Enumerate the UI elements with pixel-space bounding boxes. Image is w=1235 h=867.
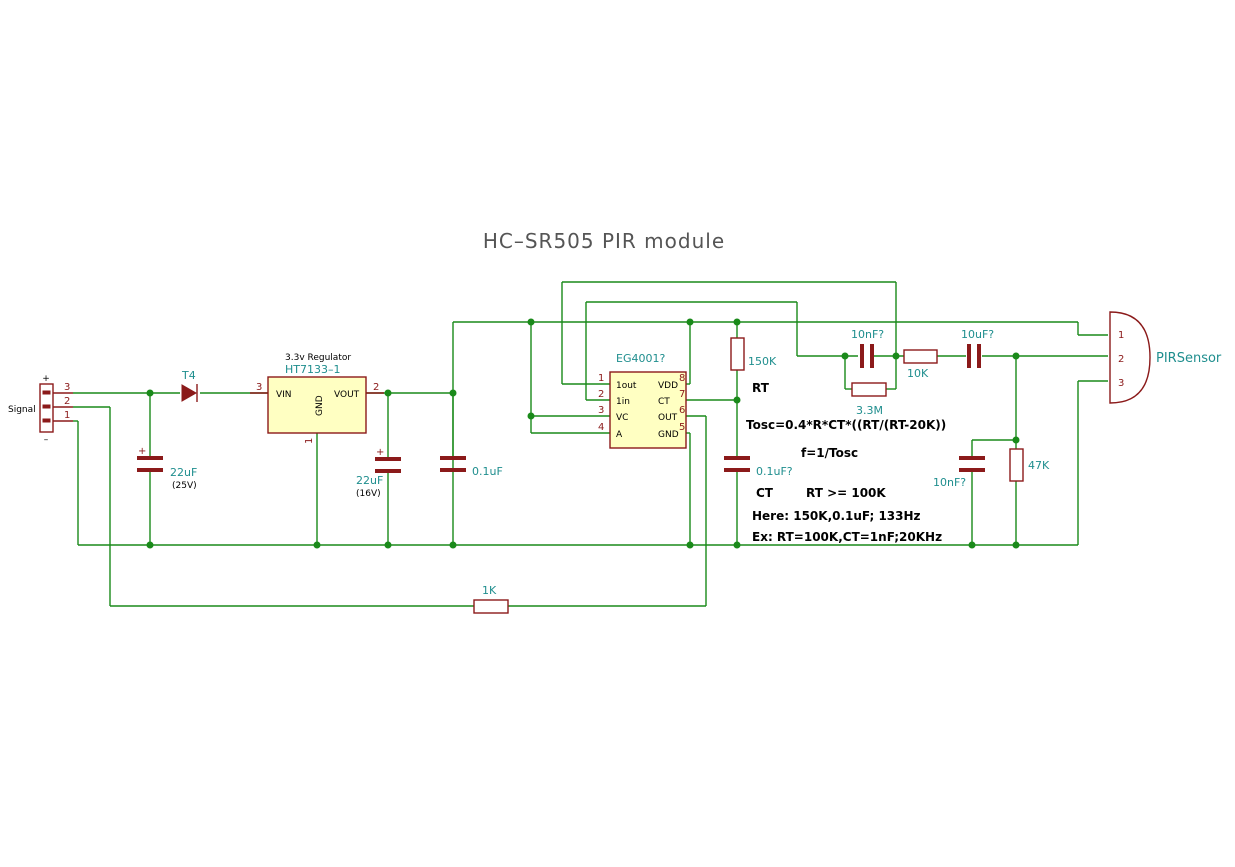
ic-pin-5-num: 5 bbox=[679, 422, 685, 433]
ic-pin-7-num: 7 bbox=[679, 389, 685, 400]
res-10k-value: 10K bbox=[907, 367, 929, 380]
cap-out-value: 22uF bbox=[356, 474, 383, 487]
cap-10nf-bot-value: 10nF? bbox=[933, 476, 966, 489]
note-example: Ex: RT=100K,CT=1nF;20KHz bbox=[752, 530, 942, 544]
pir-sensor: 1 2 3 PIRSensor bbox=[1109, 311, 1222, 404]
signal-connector: + – Signal 3 2 1 bbox=[8, 374, 73, 445]
res-33m-value: 3.3M bbox=[856, 404, 883, 417]
regulator-vin: VIN bbox=[276, 390, 292, 400]
diagram-title: HC–SR505 PIR module bbox=[483, 229, 725, 253]
ic-eg4001: EG4001? 1 2 3 4 1out 1in VC A 8 7 6 5 VD… bbox=[598, 352, 687, 449]
cap-ct-label: CT bbox=[756, 486, 774, 500]
ic-pin-4-num: 4 bbox=[598, 422, 604, 433]
capacitor-22uf-output: + 22uF (16V) bbox=[356, 447, 401, 499]
resistor-47k: 47K bbox=[1009, 448, 1050, 482]
note-freq: f=1/Tosc bbox=[801, 446, 858, 460]
capacitor-22uf-input: + 22uF (25V) bbox=[137, 446, 197, 491]
pir-pin-2: 2 bbox=[1118, 354, 1124, 365]
pir-ref: PIRSensor bbox=[1156, 351, 1222, 366]
design-notes: Tosc=0.4*R*CT*((RT/(RT-20K)) f=1/Tosc RT… bbox=[746, 418, 946, 544]
cap-in-polarity: + bbox=[138, 446, 146, 457]
cap-10nf-top-value: 10nF? bbox=[851, 328, 884, 341]
connector-pin-3: 3 bbox=[64, 382, 70, 393]
capacitor-ct: 0.1uF? CT bbox=[724, 456, 793, 500]
resistor-150k: 150K RT bbox=[730, 337, 777, 395]
diode-t4: T4 bbox=[181, 369, 198, 402]
connector-pin-1: 1 bbox=[64, 410, 70, 421]
connector-pin-2: 2 bbox=[64, 396, 70, 407]
connector-minus-label: – bbox=[44, 435, 49, 445]
pir-pin-3: 3 bbox=[1118, 378, 1124, 389]
ic-pin-2-name: 1in bbox=[616, 397, 630, 407]
cap-ct-value: 0.1uF? bbox=[756, 465, 793, 478]
ic-pin-1-name: 1out bbox=[616, 381, 637, 391]
cap-in-value: 22uF bbox=[170, 466, 197, 479]
res-150k-label: RT bbox=[752, 381, 770, 395]
capacitor-10nf-bottom: 10nF? bbox=[933, 456, 985, 489]
regulator-ht7133: 3.3v Regulator HT7133–1 VIN VOUT GND 3 2… bbox=[250, 353, 384, 444]
regulator-desc: 3.3v Regulator bbox=[285, 353, 351, 363]
ic-pin-6-name: OUT bbox=[658, 413, 678, 423]
note-here: Here: 150K,0.1uF; 133Hz bbox=[752, 509, 921, 523]
capacitor-01uf: 0.1uF bbox=[440, 456, 503, 478]
cap-10uf-value: 10uF? bbox=[961, 328, 994, 341]
resistor-3m3: 3.3M bbox=[851, 382, 887, 417]
cap-in-rating: (25V) bbox=[172, 481, 197, 491]
cap-out-rating: (16V) bbox=[356, 489, 381, 499]
regulator-pin-gnd: 1 bbox=[304, 438, 315, 444]
ic-pin-2-num: 2 bbox=[598, 389, 604, 400]
ic-pin-5-name: GND bbox=[658, 430, 679, 440]
ic-ref: EG4001? bbox=[616, 352, 665, 365]
regulator-vout: VOUT bbox=[334, 390, 360, 400]
ic-pin-3-num: 3 bbox=[598, 405, 604, 416]
connector-name: Signal bbox=[8, 405, 36, 415]
capacitor-10uf: 10uF? bbox=[961, 328, 994, 368]
junctions bbox=[146, 318, 1020, 549]
pir-pin-1: 1 bbox=[1118, 330, 1124, 341]
resistor-10k: 10K bbox=[903, 349, 938, 380]
ic-pin-1-num: 1 bbox=[598, 373, 604, 384]
diode-ref: T4 bbox=[181, 369, 196, 382]
note-rt-min: RT >= 100K bbox=[806, 486, 886, 500]
regulator-gnd: GND bbox=[315, 395, 325, 416]
ic-pin-7-name: CT bbox=[658, 397, 670, 407]
connector-plus-label: + bbox=[42, 374, 50, 384]
res-47k-value: 47K bbox=[1028, 459, 1050, 472]
cap-out-polarity: + bbox=[376, 447, 384, 458]
ic-pin-6-num: 6 bbox=[679, 405, 685, 416]
regulator-pin-vout: 2 bbox=[373, 382, 379, 393]
wires bbox=[73, 281, 1108, 607]
note-tosc: Tosc=0.4*R*CT*((RT/(RT-20K)) bbox=[746, 418, 946, 432]
regulator-ref: HT7133–1 bbox=[285, 363, 340, 376]
res-1k-value: 1K bbox=[482, 584, 497, 597]
ic-pin-3-name: VC bbox=[616, 413, 628, 423]
regulator-pin-vin: 3 bbox=[256, 382, 262, 393]
ic-pin-8-num: 8 bbox=[679, 373, 685, 384]
ic-pin-4-name: A bbox=[616, 430, 623, 440]
capacitor-10nf-top: 10nF? bbox=[851, 328, 884, 368]
res-150k-value: 150K bbox=[748, 355, 777, 368]
resistor-1k: 1K bbox=[473, 584, 509, 614]
ic-pin-8-name: VDD bbox=[658, 381, 678, 391]
cap-01uf-value: 0.1uF bbox=[472, 465, 503, 478]
